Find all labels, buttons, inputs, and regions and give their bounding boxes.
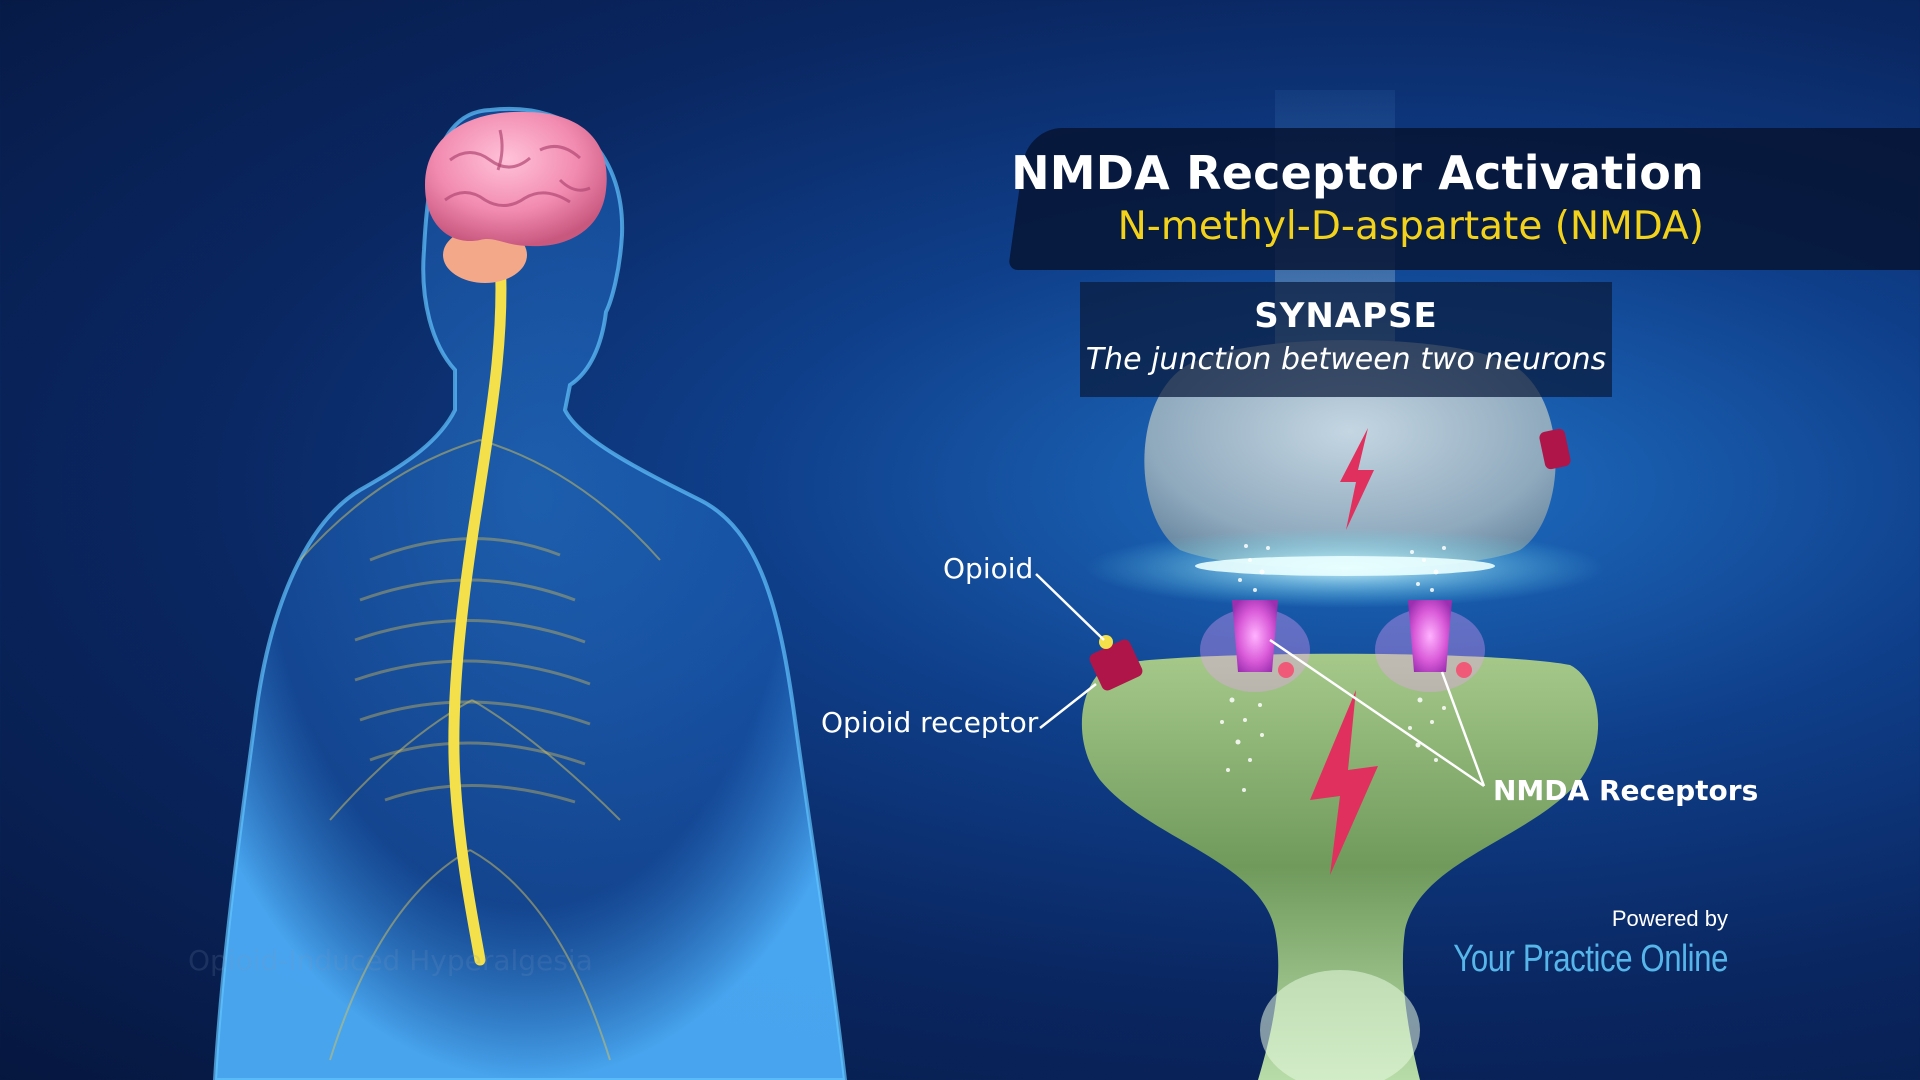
postsynaptic-neuron bbox=[1081, 653, 1599, 1080]
nmda-receptor-right bbox=[1375, 600, 1485, 692]
page-title: NMDA Receptor Activation bbox=[1011, 146, 1704, 200]
brand-logo: Your Practice Online bbox=[1453, 938, 1728, 980]
lightning-icon bbox=[1340, 428, 1374, 530]
nmda-receptors-label: NMDA Receptors bbox=[1493, 774, 1759, 807]
lightning-icon bbox=[1310, 690, 1378, 875]
page-subtitle: N-methyl-D-aspartate (NMDA) bbox=[1117, 204, 1704, 249]
human-figure bbox=[212, 106, 848, 1080]
opioid-receptor-label: Opioid receptor bbox=[821, 706, 1039, 739]
nmda-receptor-left bbox=[1200, 600, 1310, 692]
synapse-description: The junction between two neurons bbox=[1085, 342, 1607, 377]
brain-icon bbox=[425, 111, 607, 247]
powered-by-text: Powered by bbox=[1611, 906, 1728, 931]
synapse-heading: SYNAPSE bbox=[1254, 296, 1438, 336]
watermark-text: Opioid-Induced Hyperalgesia bbox=[188, 944, 593, 977]
presynaptic-neuron bbox=[1144, 340, 1556, 569]
synapse-caption-box: SYNAPSE The junction between two neurons bbox=[1080, 282, 1612, 397]
opioid-label: Opioid bbox=[943, 552, 1034, 585]
